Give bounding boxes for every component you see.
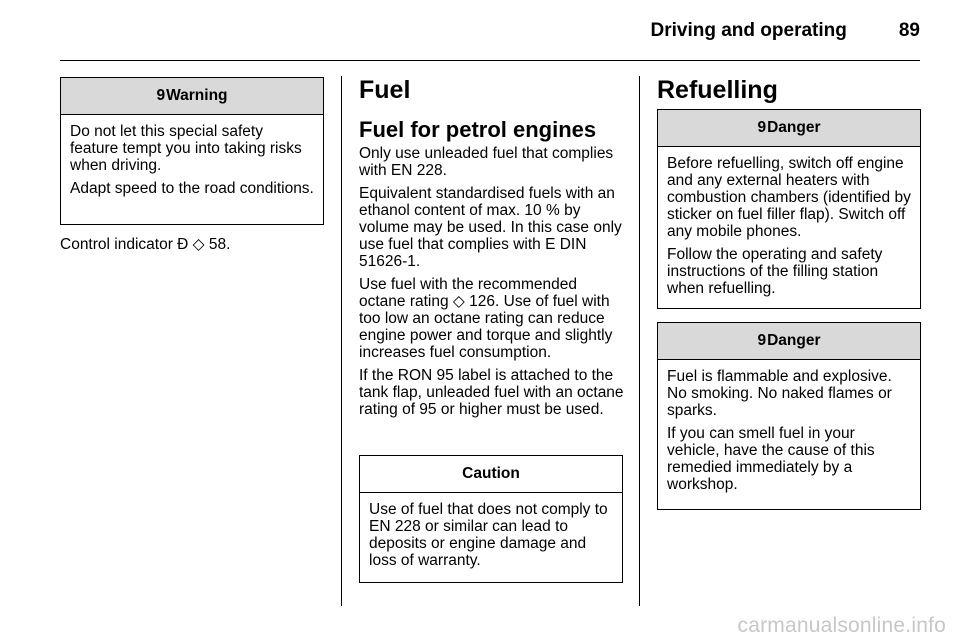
watermark: carmanualsonline.info xyxy=(737,614,946,637)
fuel-paragraph: Equivalent standardised fuels with an et… xyxy=(359,185,622,270)
warning-triangle-icon: 9 xyxy=(156,87,166,104)
fuel-section: Fuel Fuel for petrol engines Only use un… xyxy=(359,75,625,424)
fuel-paragraph: If the RON 95 label is attached to the t… xyxy=(359,367,624,418)
section-title: Driving and operating xyxy=(650,20,847,41)
warning-heading: Warning xyxy=(166,87,228,104)
danger-paragraph: Follow the operating and safety instruct… xyxy=(667,246,883,297)
warning-paragraph: Do not let this special safety feature t… xyxy=(70,123,302,174)
danger-heading: Danger xyxy=(767,332,821,349)
column-divider-2 xyxy=(639,76,640,606)
refuelling-title: Refuelling xyxy=(657,76,778,104)
caution-text: Use of fuel that does not comply to EN 2… xyxy=(369,501,608,569)
danger-heading: Danger xyxy=(767,119,821,136)
control-indicator-text: Control indicator Ð ◇ 58. xyxy=(60,236,231,253)
fuel-paragraph: Only use unleaded fuel that complies wit… xyxy=(359,145,614,179)
warning-box: 9Warning Do not let this special safety … xyxy=(60,77,324,225)
caution-box: Caution Use of fuel that does not comply… xyxy=(359,455,623,583)
danger-box-2: 9Danger Fuel is flammable and explosive.… xyxy=(657,322,921,510)
warning-paragraph: Adapt speed to the road conditions. xyxy=(70,180,314,197)
danger-paragraph: Fuel is flammable and explosive. No smok… xyxy=(667,368,892,419)
danger-paragraph: Before refuelling, switch off engine and… xyxy=(667,155,911,240)
danger-triangle-icon: 9 xyxy=(757,119,767,136)
danger-box-1: 9Danger Before refuelling, switch off en… xyxy=(657,109,921,309)
fuel-subtitle: Fuel for petrol engines xyxy=(359,117,597,142)
danger-paragraph: If you can smell fuel in your vehicle, h… xyxy=(667,425,875,493)
danger-header: 9Danger xyxy=(658,323,920,360)
danger-header: 9Danger xyxy=(658,110,920,147)
caution-header: Caution xyxy=(360,456,622,493)
fuel-paragraph: Use fuel with the recommended octane rat… xyxy=(359,276,613,361)
fuel-title: Fuel xyxy=(359,76,411,104)
page-header: Driving and operating 89 xyxy=(651,20,921,42)
page-number: 89 xyxy=(898,20,920,41)
danger-triangle-icon: 9 xyxy=(757,332,767,349)
header-divider xyxy=(60,60,920,61)
warning-header: 9Warning xyxy=(61,78,323,115)
column-divider-1 xyxy=(341,76,342,606)
